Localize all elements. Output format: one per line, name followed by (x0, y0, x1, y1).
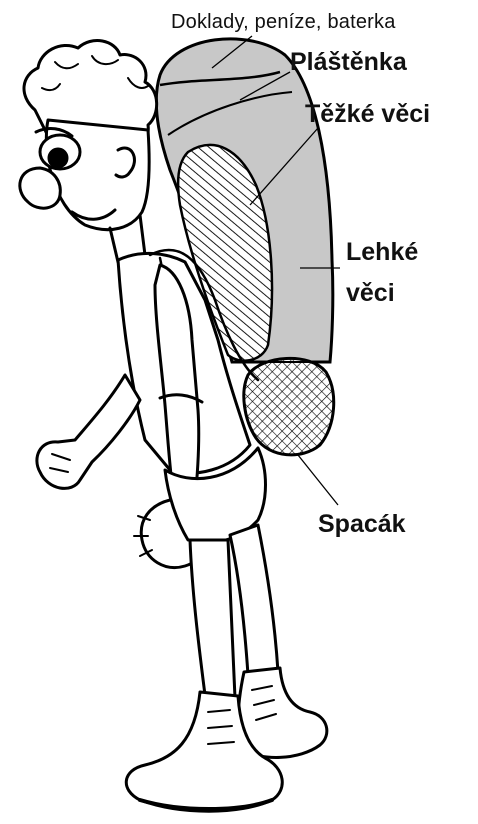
label-documents: Doklady, peníze, baterka (171, 12, 396, 32)
hiker-front-leg (190, 540, 235, 698)
label-sleeping-bag: Spacák (318, 512, 406, 537)
hiker-nose (20, 168, 60, 208)
hiker-back-leg (230, 525, 278, 675)
hiker-back-arm (37, 375, 140, 488)
label-light-items-line2: věci (346, 281, 395, 306)
sleeping-bag-compartment (244, 358, 334, 454)
leader-sleeping (298, 455, 338, 505)
label-raincoat: Pláštěnka (290, 50, 407, 75)
label-light-items-line1: Lehké (346, 240, 418, 265)
label-heavy-items: Těžké věci (305, 102, 430, 127)
